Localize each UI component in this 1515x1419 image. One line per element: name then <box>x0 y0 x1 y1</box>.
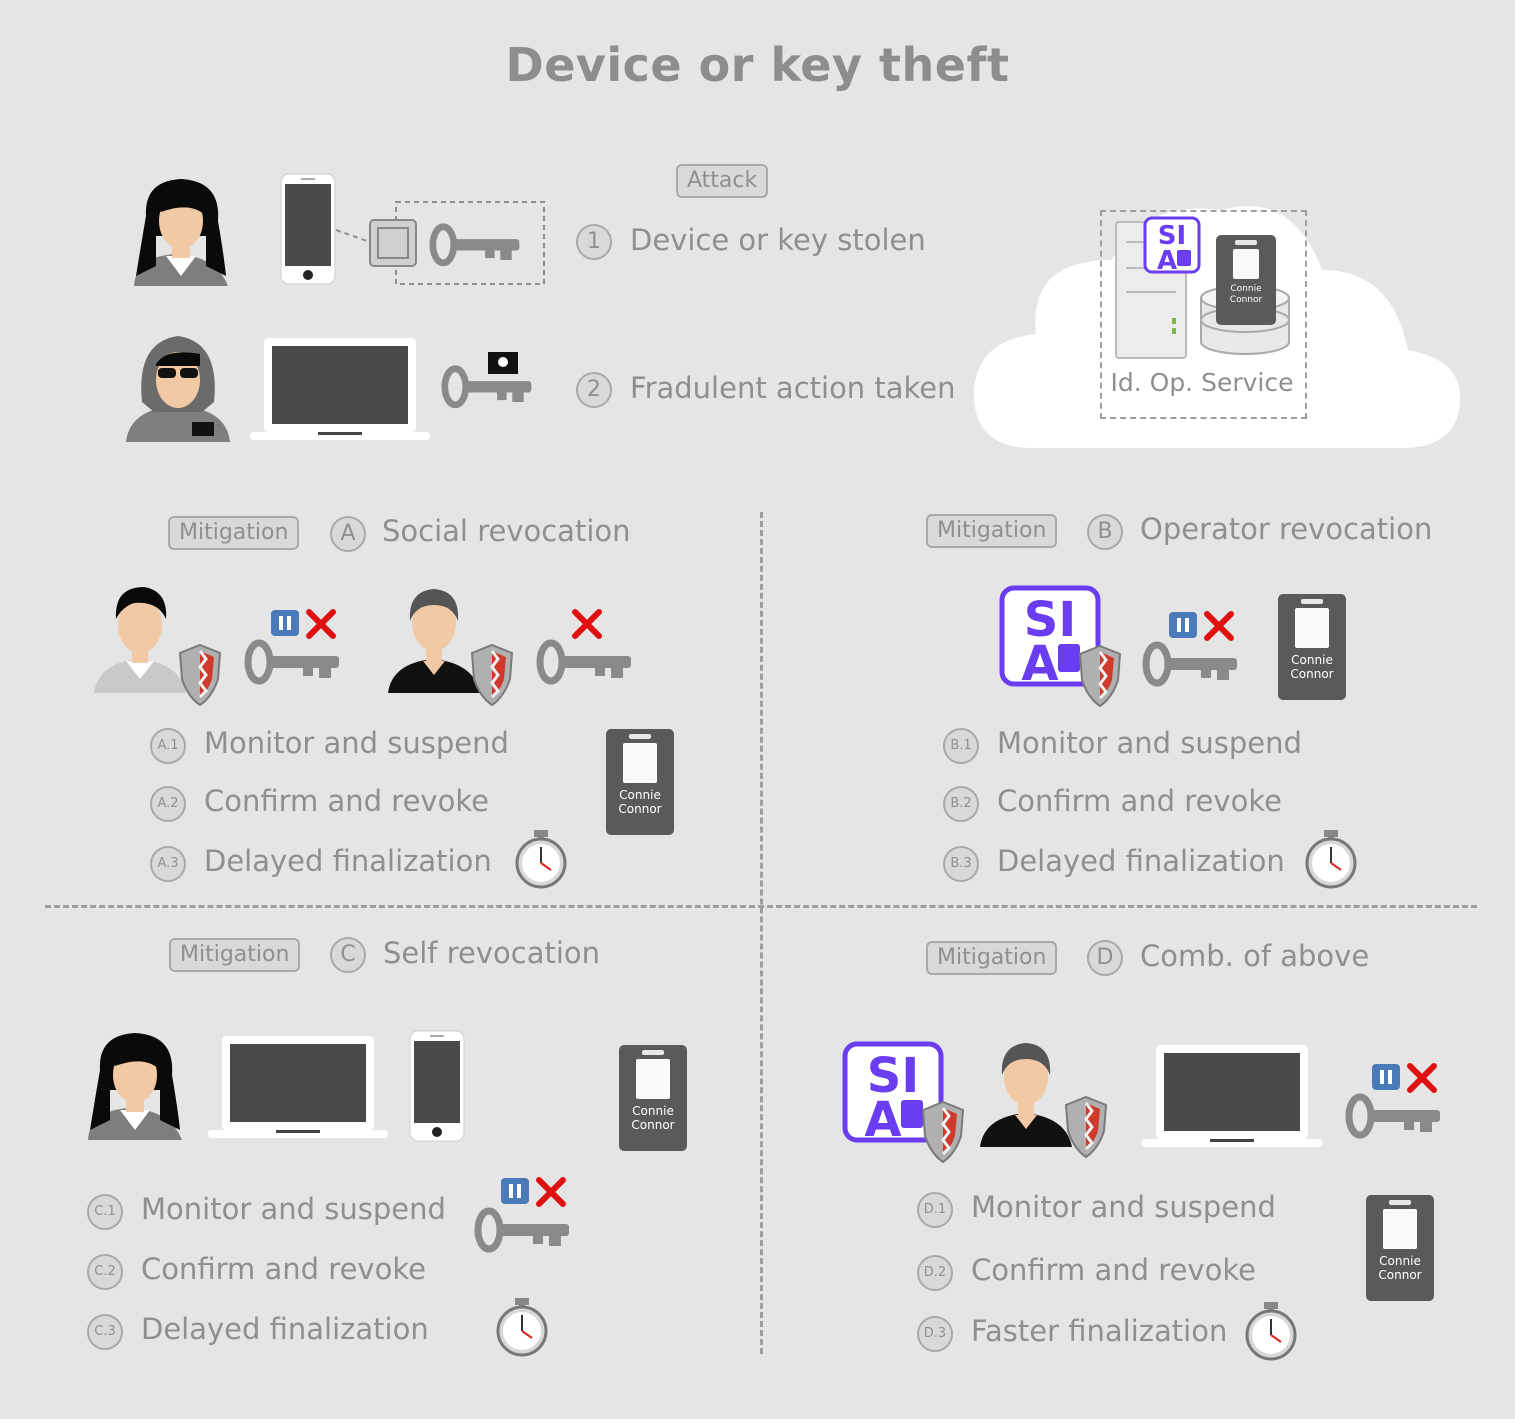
combined-laptop-icon <box>1142 1045 1322 1147</box>
id-badge-c: Connie Connor <box>619 1045 687 1151</box>
step-b1-label: Monitor and suspend <box>997 726 1302 760</box>
step-b3-label: Delayed finalization <box>997 844 1285 878</box>
stopwatch-icon <box>1245 1300 1297 1361</box>
sia-logo-bottom-b: A <box>1021 636 1058 692</box>
owner-phone-icon <box>409 1030 465 1142</box>
mitigation-c-tag: Mitigation <box>169 938 301 972</box>
horizontal-divider <box>45 905 1477 908</box>
mitigation-d-letter: D <box>1087 940 1123 976</box>
badge-b-last: Connor <box>1290 667 1334 681</box>
laptop-icon <box>250 338 430 440</box>
badge-a-first: Connie <box>619 788 661 802</box>
mitigation-d-tag: Mitigation <box>926 941 1058 975</box>
mitigation-b-tag: Mitigation <box>926 514 1058 548</box>
mitigation-a-title: Social revocation <box>382 514 631 548</box>
step-a2-label: Confirm and revoke <box>204 784 489 818</box>
mitigation-b-letter: B <box>1087 514 1123 550</box>
badge-c-first: Connie <box>632 1104 674 1118</box>
step-c3-number: C.3 <box>87 1314 123 1350</box>
step-c2-number: C.2 <box>87 1254 123 1290</box>
step-a1-label: Monitor and suspend <box>204 726 509 760</box>
service-badge-first: Connie <box>1230 284 1262 294</box>
step-a3-number: A.3 <box>150 846 186 882</box>
mitigation-c-title: Self revocation <box>383 936 601 970</box>
operator-suspended-key-icon <box>1143 612 1239 688</box>
sia-logo-icon: SI A <box>1143 216 1201 276</box>
id-badge-a: Connie Connor <box>606 729 674 835</box>
stolen-key-box <box>335 201 545 285</box>
step-a1-number: A.1 <box>150 728 186 764</box>
step-b1-number: B.1 <box>943 728 979 764</box>
stopwatch-icon <box>496 1296 548 1357</box>
sia-combined-icon: SI A <box>843 1042 965 1164</box>
badge-d-last: Connor <box>1378 1268 1422 1282</box>
sia-logo-bottom-d: A <box>864 1092 901 1148</box>
badge-d-first: Connie <box>1379 1254 1421 1268</box>
stopwatch-icon <box>515 828 567 889</box>
friend-avatar <box>94 587 222 707</box>
owner-laptop-icon <box>208 1036 388 1138</box>
revoked-key-icon <box>537 610 633 686</box>
mitigation-d-title: Comb. of above <box>1140 939 1370 973</box>
step-d1-label: Monitor and suspend <box>971 1190 1276 1224</box>
suspended-key-icon <box>245 610 341 686</box>
step-d3-label: Faster finalization <box>971 1314 1228 1348</box>
attack-step-2-number: 2 <box>576 372 612 408</box>
guardian-avatar <box>388 589 514 707</box>
phone-icon <box>280 173 336 285</box>
sia-logo-top-d: SI <box>867 1048 919 1104</box>
sia-operator-icon: SI A <box>1000 586 1122 708</box>
page-title: Device or key theft <box>505 38 1010 92</box>
stopwatch-icon <box>1305 828 1357 889</box>
step-b2-number: B.2 <box>943 786 979 822</box>
step-c3-label: Delayed finalization <box>141 1312 429 1346</box>
step-a3-label: Delayed finalization <box>204 844 492 878</box>
service-box <box>1100 210 1307 419</box>
attack-tag: Attack <box>676 164 769 198</box>
step-d2-label: Confirm and revoke <box>971 1253 1256 1287</box>
service-badge-last: Connor <box>1229 295 1263 305</box>
attack-step-1-label: Device or key stolen <box>630 223 926 257</box>
badge-a-last: Connor <box>618 802 662 816</box>
step-d3-number: D.3 <box>917 1316 953 1352</box>
id-badge-b: Connie Connor <box>1278 594 1346 700</box>
mitigation-b-title: Operator revocation <box>1140 512 1433 546</box>
step-c2-label: Confirm and revoke <box>141 1252 426 1286</box>
owner-avatar <box>88 1033 182 1140</box>
sia-logo-top-b: SI <box>1024 592 1076 648</box>
service-id-badge: Connie Connor <box>1216 235 1276 325</box>
service-label: Id. Op. Service <box>1110 368 1294 397</box>
attack-step-1-number: 1 <box>576 224 612 260</box>
step-c1-number: C.1 <box>87 1194 123 1230</box>
step-a2-number: A.2 <box>150 786 186 822</box>
step-c1-label: Monitor and suspend <box>141 1192 446 1226</box>
combined-guardian-avatar <box>980 1043 1108 1159</box>
sia-logo-bottom: A <box>1157 246 1177 276</box>
sia-logo-top: SI <box>1158 221 1186 251</box>
step-b2-label: Confirm and revoke <box>997 784 1282 818</box>
mitigation-c-letter: C <box>330 937 366 973</box>
vertical-divider <box>760 512 763 1354</box>
badge-c-last: Connor <box>631 1118 675 1132</box>
step-d1-number: D.1 <box>917 1192 953 1228</box>
hacker-avatar <box>126 336 230 442</box>
step-b3-number: B.3 <box>943 846 979 882</box>
step-d2-number: D.2 <box>917 1255 953 1291</box>
mitigation-a-tag: Mitigation <box>168 516 300 550</box>
id-badge-d: Connie Connor <box>1366 1195 1434 1301</box>
badge-b-first: Connie <box>1291 653 1333 667</box>
self-suspended-key-icon <box>475 1178 571 1254</box>
combined-suspended-key-icon <box>1346 1064 1442 1140</box>
pirate-key-icon <box>442 352 542 414</box>
victim-avatar <box>134 179 228 286</box>
attack-step-2-label: Fradulent action taken <box>630 371 956 405</box>
mitigation-a-letter: A <box>330 516 366 552</box>
